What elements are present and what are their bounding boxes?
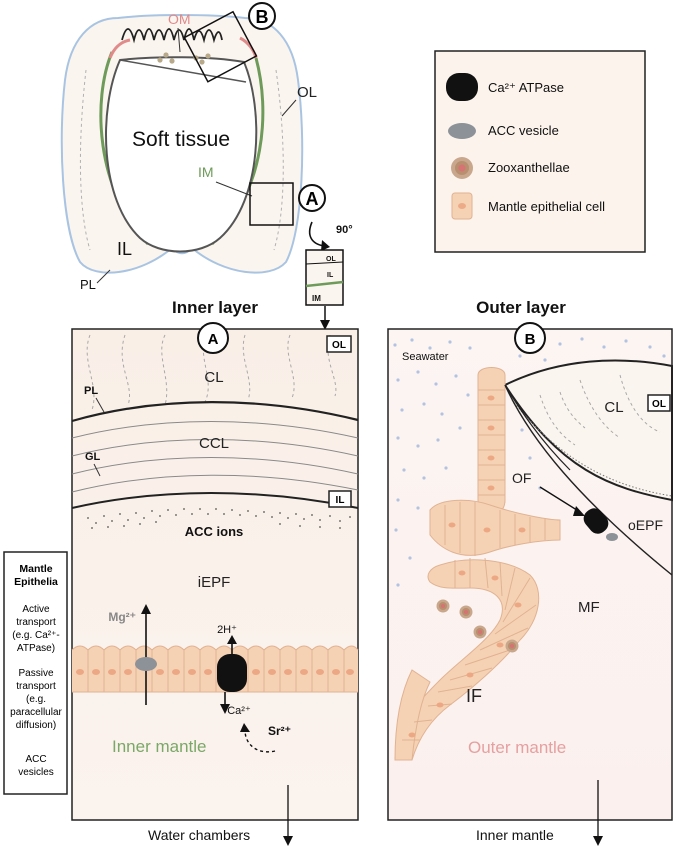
- label-im: IM: [198, 164, 214, 180]
- panel-b-cl: CL: [604, 399, 623, 416]
- acc-ions-stipple: [87, 508, 351, 529]
- badge-b-text: B: [256, 7, 269, 27]
- soft-tissue-body: [105, 56, 258, 253]
- label-outer-mantle: Outer mantle: [468, 738, 566, 757]
- side-key-active-1: transport: [16, 617, 56, 628]
- side-key-acc-0: ACC: [25, 754, 46, 765]
- panel-a-ol-box: OL: [332, 340, 346, 351]
- panel-a-cl: CL: [204, 369, 223, 386]
- label-if: IF: [466, 686, 482, 706]
- label-soft-tissue: Soft tissue: [132, 128, 230, 151]
- ca-atpase-pump: [217, 654, 247, 692]
- badge-b: [248, 2, 276, 30]
- svg-text:IL: IL: [327, 272, 334, 279]
- side-key-title-1: Mantle: [19, 563, 52, 575]
- side-key: Mantle Epithelia Active transport (e.g. …: [3, 551, 68, 795]
- panel-a-il-box: IL: [336, 495, 345, 506]
- label-inner-mantle-b: Inner mantle: [476, 827, 554, 843]
- label-mg: Mg²⁺: [108, 610, 136, 624]
- zooxanthellae-group: [436, 599, 519, 653]
- legend-label-mantle-cell: Mantle epithelial cell: [488, 199, 605, 214]
- label-ca: Ca²⁺: [227, 705, 251, 717]
- side-key-passive-0: Passive: [18, 668, 53, 679]
- pink-mantle-left: [108, 38, 131, 59]
- pl-line: [71, 401, 359, 423]
- zooxanthellae-icon: [451, 157, 473, 179]
- svg-text:OL: OL: [326, 256, 336, 263]
- panel-a-iepf: iEPF: [198, 574, 231, 591]
- panel-a-acc-ions: ACC ions: [185, 524, 244, 539]
- badge-a-small-text: A: [306, 189, 319, 209]
- label-rotation: 90°: [336, 224, 353, 236]
- ca-atpase-icon: [446, 73, 478, 101]
- side-key-passive-4: diffusion): [16, 720, 56, 731]
- mantle-cell-icon: [451, 192, 473, 220]
- box-b-frame: [183, 10, 258, 83]
- svg-text:IM: IM: [312, 294, 321, 303]
- side-key-active-0: Active: [22, 604, 50, 615]
- legend-label-ca-atpase: Ca²⁺ ATPase: [488, 80, 564, 95]
- side-key-passive-2: (e.g.: [26, 694, 46, 705]
- panel-b-ol-box: OL: [652, 399, 666, 410]
- label-h: 2H⁺: [217, 624, 237, 636]
- badge-a-text: A: [208, 331, 219, 348]
- side-key-passive-1: transport: [16, 681, 56, 692]
- side-key-title-2: Epithelia: [14, 576, 58, 588]
- shell-dashed-line: [79, 69, 284, 251]
- label-of: OF: [512, 470, 531, 486]
- panel-a-pl: PL: [84, 385, 98, 397]
- inner-epithelium: [71, 645, 359, 693]
- panel-a-ccl: CCL: [199, 435, 229, 452]
- badge-b-panel: [514, 322, 546, 354]
- legend: Ca²⁺ ATPase ACC vesicle Zooxanthellae Ma…: [434, 50, 646, 253]
- side-key-active-3: ATPase): [17, 643, 55, 654]
- label-om: OM: [168, 11, 191, 27]
- panel-a: OL A CL PL CCL GL IL ACC ions iEPF: [71, 322, 359, 821]
- label-pl: PL: [80, 277, 96, 292]
- acc-vesicle-icon: [448, 123, 476, 139]
- label-il: IL: [117, 239, 132, 259]
- rotation-arrow: [308, 221, 325, 247]
- badge-a: [197, 322, 229, 354]
- ca-atpase-pump-b: [583, 508, 609, 534]
- box-a-frame: [249, 182, 294, 226]
- label-mf: MF: [578, 599, 600, 616]
- legend-label-zooxanthellae: Zooxanthellae: [488, 160, 570, 175]
- shell-wedge: [503, 359, 673, 502]
- side-key-active-2: (e.g. Ca²⁺-: [12, 630, 60, 641]
- shell-overview: OM B OL Soft tissue IM A IL PL 90° OL IL…: [60, 2, 353, 330]
- side-key-passive-3: paracellular: [10, 707, 62, 718]
- label-ol: OL: [297, 84, 317, 101]
- label-sr: Sr²⁺: [268, 724, 291, 738]
- label-seawater: Seawater: [402, 351, 449, 363]
- legend-label-acc-vesicle: ACC vesicle: [488, 123, 559, 138]
- side-key-acc-1: vesicles: [18, 767, 54, 778]
- heading-outer-layer: Outer layer: [476, 298, 566, 317]
- label-water-chambers: Water chambers: [148, 827, 250, 843]
- mantle-folds: [121, 28, 223, 44]
- mini-zoom-box: OL IL IM: [305, 249, 344, 306]
- panel-a-gl: GL: [85, 451, 101, 463]
- acc-vesicle-b: [606, 533, 618, 541]
- label-inner-mantle: Inner mantle: [112, 737, 207, 756]
- acc-vesicle-in-cell: [135, 657, 157, 671]
- label-oepf: oEPF: [628, 517, 663, 533]
- periostracum-line: [504, 384, 673, 576]
- panel-b: Seawater B CL OL: [387, 322, 673, 821]
- il-line: [71, 492, 359, 509]
- mantle-fold-tissue: [394, 367, 561, 761]
- badge-b-panel-text: B: [525, 331, 536, 348]
- heading-inner-layer: Inner layer: [172, 298, 258, 317]
- badge-a-small: [298, 184, 326, 212]
